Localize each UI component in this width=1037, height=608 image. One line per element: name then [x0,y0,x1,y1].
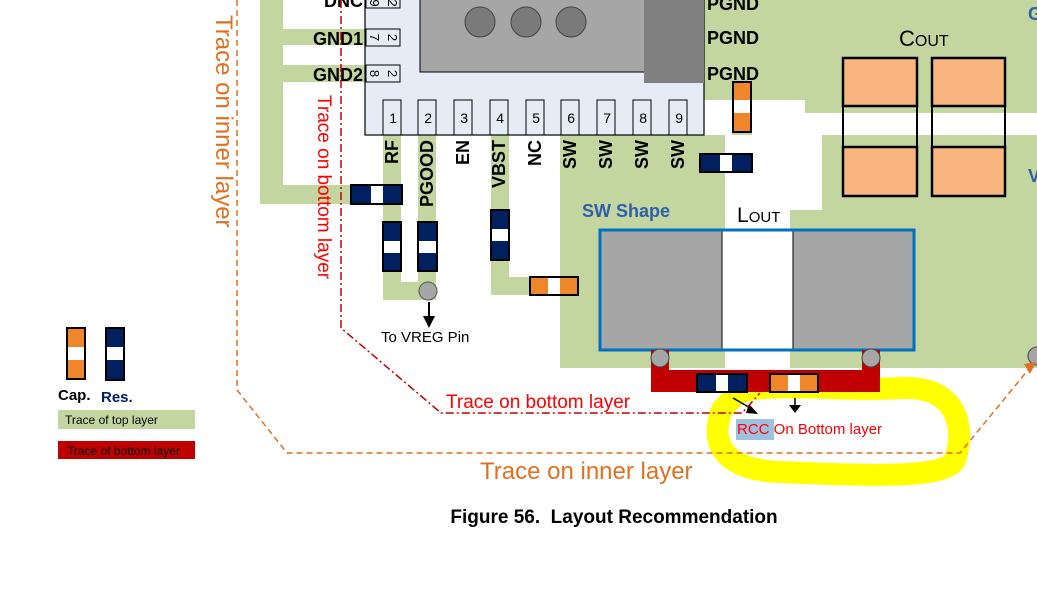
components [350,81,753,301]
output-capacitors [841,56,1007,198]
trace-bottom-vertical-label: Trace on bottom layer [313,95,334,280]
pin-label-pgnd: PGND [707,64,759,84]
bottom-layer-path [340,0,761,414]
pin-label: GND2 [313,65,363,85]
pin-number: 9 [675,110,683,126]
thermal-via [510,6,542,38]
pin-pad [382,99,402,136]
pin-number: 1 [389,110,397,126]
pin-suffix: 2 [385,34,400,41]
pin-pad [365,64,401,83]
pin-label-pgnd: PGND [707,28,759,48]
trace-inner-horizontal-label: Trace on inner layer [480,458,693,485]
pin-label: PGOOD [417,140,437,207]
pin-number: 4 [496,110,504,126]
pin-label-pgnd: PGND [707,0,759,14]
pin-pad [632,99,652,136]
pin-pad [453,99,473,136]
trace-inner-vertical-label: Trace on inner layer [210,15,237,228]
ic-package [364,0,705,136]
trace-bottom-horizontal-label: Trace on bottom layer [446,392,631,413]
right-edge-label: G [1028,4,1037,24]
pin-label: RF [382,140,402,164]
pin-label: NC [525,140,545,166]
pin-label: VBST [489,140,509,188]
legend: Cap. Res. Trace of top layer Trace of bo… [58,327,195,459]
pin-pad [489,99,509,136]
legend-cap-label: Cap. [58,387,91,404]
pin-pad [525,99,545,136]
pin-number: 6 [567,110,575,126]
pin-number: 9 [367,0,382,7]
lout-label: LOUT [737,204,780,227]
pin-pad [365,28,401,47]
pin-label: SW [632,140,652,169]
legend-res-label: Res. [101,389,133,406]
pin-suffix: 2 [385,0,400,7]
legend-bottom-layer: Trace of bottom layer [67,444,180,458]
pin-label: EN [453,140,473,165]
pin-label: GND1 [313,29,363,49]
rcc-note: RCC On Bottom layer [737,421,882,438]
sw-shape-label: SW Shape [582,201,670,221]
figure-caption: Figure 56. Layout Recommendation [450,507,777,528]
legend-top-layer: Trace of top layer [65,413,158,427]
pin-pad [365,0,401,9]
thermal-via [555,6,587,38]
output-inductor [598,228,916,352]
pin-number: 8 [367,70,382,77]
pin-pad [560,99,580,136]
pin-label: DNC [324,0,363,11]
pin-number: 5 [532,110,540,126]
pin-suffix: 2 [385,70,400,77]
pin-label: SW [596,140,616,169]
to-vreg-label: To VREG Pin [381,329,469,346]
pin-pad [668,99,688,136]
cout-label: COUT [899,26,949,51]
pin-label: SW [668,140,688,169]
pin-number: 3 [460,110,468,126]
pin-number: 7 [367,34,382,41]
pin-pad [596,99,616,136]
right-edge-label: V [1028,166,1037,186]
thermal-via [464,6,496,38]
pin-pad [417,99,437,136]
pin-label: SW [560,140,580,169]
pin-number: 2 [424,110,432,126]
pin-number: 7 [603,110,611,126]
pin-number: 8 [639,110,647,126]
inner-layer-path [236,0,1029,454]
